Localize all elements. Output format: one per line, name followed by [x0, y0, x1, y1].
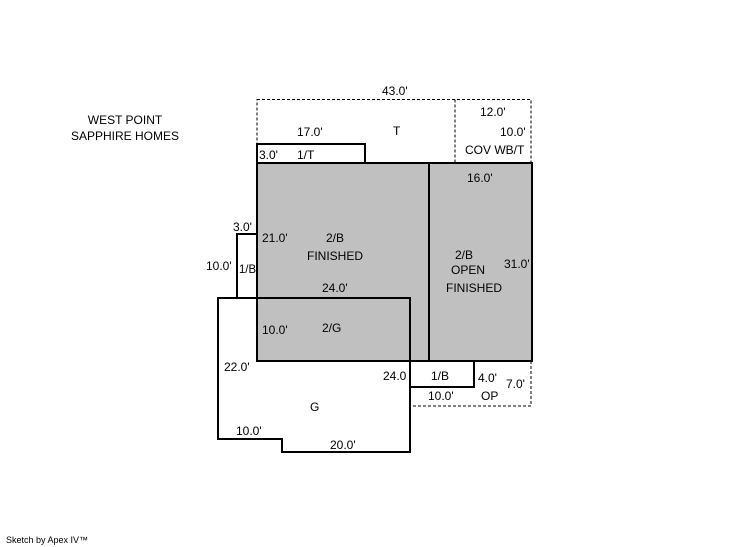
- label-main-2b: 2/B: [326, 231, 344, 245]
- company-line-2: SAPPHIRE HOMES: [70, 129, 180, 143]
- label-open-open: OPEN: [451, 263, 485, 277]
- area-garage: [217, 297, 411, 453]
- dim-g-20: 20.0': [330, 438, 356, 452]
- label-left-1b: 1/B: [239, 262, 256, 276]
- dim-op-7: 7.0': [506, 377, 525, 391]
- area-bottom-1b: [409, 360, 475, 388]
- dim-op-4: 4.0': [478, 371, 497, 385]
- label-cov-wbt: COV WB/T: [465, 143, 525, 157]
- area-garage-white-step: [283, 437, 409, 451]
- label-1t: 1/T: [297, 148, 315, 162]
- label-2g: 2/G: [322, 321, 341, 335]
- label-main-finished: FINISHED: [307, 249, 363, 263]
- dim-t-17: 17.0': [297, 125, 323, 139]
- label-t: T: [393, 124, 401, 138]
- dim-g-10: 10.0': [236, 424, 262, 438]
- dim-main-24: 24.0': [322, 281, 348, 295]
- dim-left-3: 3.0': [233, 220, 252, 234]
- label-open-2b: 2/B: [455, 248, 473, 262]
- footer-credit: Sketch by Apex IV™: [6, 535, 89, 545]
- dim-t-3: 3.0': [259, 148, 278, 162]
- label-g: G: [310, 400, 319, 414]
- dim-overall-width: 43.0': [382, 84, 408, 98]
- dim-2g-10: 10.0': [262, 323, 288, 337]
- area-op-outline: [410, 361, 532, 407]
- dim-b1-10: 10.0': [428, 389, 454, 403]
- company-name: WEST POINT SAPPHIRE HOMES: [40, 112, 210, 144]
- label-bottom-1b: 1/B: [431, 369, 449, 383]
- label-op: OP: [481, 389, 498, 403]
- label-open-finished: FINISHED: [446, 281, 502, 295]
- area-garage-white-bottom: [219, 362, 409, 438]
- dim-cov-10: 10.0': [500, 125, 526, 139]
- company-line-1: WEST POINT: [87, 113, 163, 127]
- dim-open-16: 16.0': [467, 171, 493, 185]
- dim-cov-12: 12.0': [480, 105, 506, 119]
- area-2b-open-finished: [428, 162, 533, 362]
- dim-g-22: 22.0': [224, 360, 250, 374]
- dim-open-31: 31.0': [504, 257, 530, 271]
- dim-left-10: 10.0': [206, 259, 232, 273]
- dim-main-21: 21.0': [262, 231, 288, 245]
- dim-g-24: 24.0: [383, 369, 407, 383]
